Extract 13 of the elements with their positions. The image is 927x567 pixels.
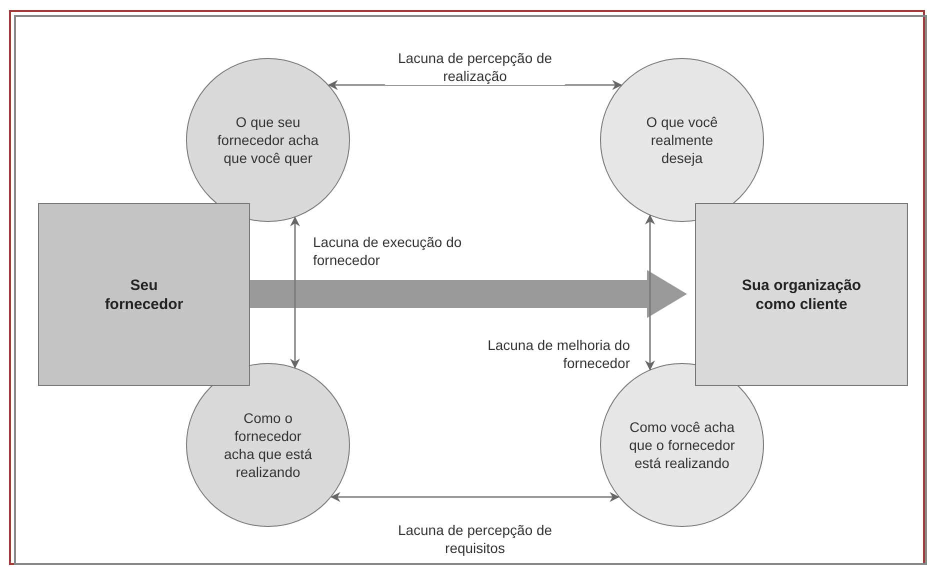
circle-text: Como o fornecedor acha que está realizando	[223, 409, 313, 481]
box-text: Sua organização como cliente	[740, 276, 862, 314]
box-text: Seu fornecedor	[104, 276, 184, 314]
flow-arrow	[250, 270, 687, 318]
circle-text: O que você realmente deseja	[645, 113, 719, 167]
circle-text: O que seu fornecedor acha que você quer	[216, 113, 320, 167]
circle-text: Como você acha que o fornecedor está realizando	[628, 418, 736, 472]
party-box	[38, 203, 250, 386]
gap-arrow	[330, 492, 620, 502]
gap-arrow	[290, 216, 300, 369]
gap-arrow	[328, 80, 622, 90]
gap-arrow	[645, 214, 655, 370]
party-box	[695, 203, 908, 386]
